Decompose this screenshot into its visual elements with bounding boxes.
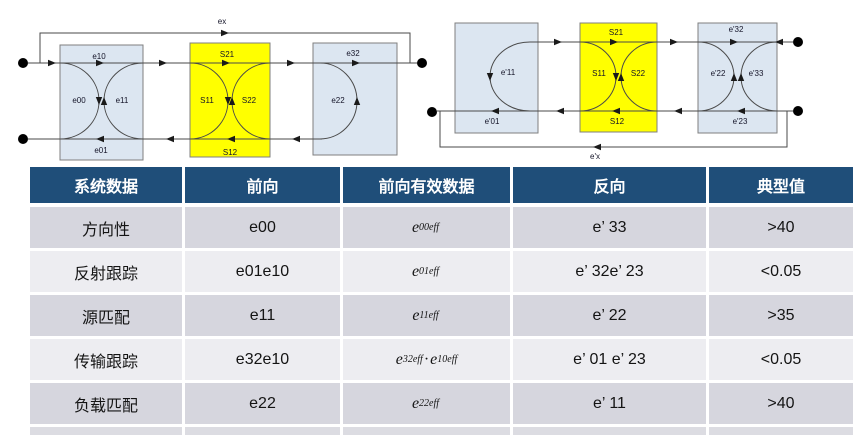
math-base: e [412,306,420,324]
cell-typical: <0.05 [709,251,853,292]
cell-name: 传输跟踪 [30,339,182,380]
port2-error-box-reverse [697,22,778,134]
label-ep01: e'01 [485,117,500,126]
flow-graph-diagrams: ex e10 e00 e11 e01 S21 S11 S22 S12 e32 e… [18,17,803,161]
cell-forward-effective [343,427,510,435]
cell-reverse: e’ 32e’ 23 [513,251,706,292]
label-e01: e01 [94,146,108,155]
label-e10: e10 [92,52,106,61]
label-s11: S11 [200,96,214,105]
label-s11-reverse: S11 [592,69,606,78]
cell-forward: e32e10 [185,339,340,380]
node-dot [793,106,803,116]
table-row-clipped [30,427,853,435]
signal-nodes [18,58,427,144]
cell-name: 反射跟踪 [30,251,182,292]
math-base: e [411,262,420,280]
header-reverse: 反向 [513,167,706,203]
label-ep22: e'22 [711,69,726,78]
node-dot [18,134,28,144]
forward-flow-graph: ex e10 e00 e11 e01 S21 S11 S22 S12 e32 e… [18,17,427,161]
cell-reverse: e’ 01 e’ 23 [513,339,706,380]
label-ep11: e'11 [501,68,516,77]
dut-box-reverse [579,22,658,133]
label-s22: S22 [242,96,257,105]
label-e32: e32 [346,49,360,58]
cell-typical [709,427,853,435]
math-base: e [411,394,420,412]
label-ep23: e'23 [733,117,748,126]
header-forward-effective: 前向有效数据 [343,167,510,203]
label-ep32: e'32 [729,25,744,34]
label-e11: e11 [116,96,129,105]
cell-typical: <0.05 [709,339,853,380]
label-ex: ex [218,17,226,26]
label-epx: e'x [590,152,600,161]
header-typical-value: 典型值 [709,167,853,203]
math-dot: · [423,350,430,368]
label-e22: e22 [331,96,345,105]
cell-typical: >35 [709,295,853,336]
header-forward: 前向 [185,167,340,203]
label-e00: e00 [72,96,86,105]
cell-typical: >40 [709,207,853,248]
cell-name: 源匹配 [30,295,182,336]
math-base: e [430,350,438,368]
node-dot [427,107,437,117]
node-dot [793,37,803,47]
cell-reverse: e’ 33 [513,207,706,248]
node-dot [417,58,427,68]
signal-nodes [427,37,803,117]
label-s22-reverse: S22 [631,69,646,78]
label-s12-reverse: S12 [610,117,625,126]
math-base: e [395,350,403,368]
label-ep33: e'33 [749,69,764,78]
label-s21: S21 [220,50,235,59]
cell-reverse: e’ 11 [513,383,706,424]
table-header-row: 系统数据 前向 前向有效数据 反向 典型值 [30,167,853,203]
arrowheads [48,29,361,143]
header-system-data: 系统数据 [30,167,182,203]
cell-forward: e01e10 [185,251,340,292]
cell-forward: e00 [185,207,340,248]
cell-name: 负载匹配 [30,383,182,424]
cell-reverse: e’ 22 [513,295,706,336]
node-dot [18,58,28,68]
cell-name: 方向性 [30,207,182,248]
label-s21-reverse: S21 [609,28,624,37]
cell-reverse [513,427,706,435]
port1-error-box-reverse [454,22,539,134]
label-s12: S12 [223,148,238,157]
cell-typical: >40 [709,383,853,424]
math-base: e [411,218,420,236]
cell-forward: e11 [185,295,340,336]
reverse-flow-graph: e'11 e'01 S21 S11 S22 S12 e'32 e'22 e'33… [427,22,803,161]
cell-forward: e22 [185,383,340,424]
cell-forward [185,427,340,435]
cell-name [30,427,182,435]
arrowheads [486,38,783,151]
